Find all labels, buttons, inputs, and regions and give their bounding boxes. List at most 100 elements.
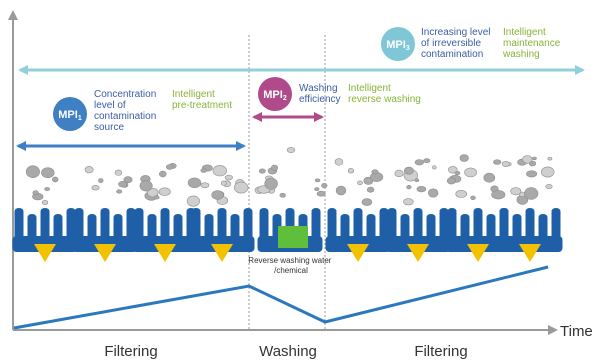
- particle-icon: [41, 167, 55, 178]
- particle-icon: [264, 177, 278, 190]
- particle-icon: [416, 186, 427, 193]
- particle-icon: [159, 170, 167, 178]
- particle-icon: [361, 198, 373, 206]
- particle-icon: [212, 165, 228, 177]
- membrane-row: [12, 208, 563, 262]
- washing-agent-icon: [278, 226, 308, 248]
- mpi2-action: Intelligent reverse washing: [348, 83, 421, 105]
- particle-icon: [403, 166, 414, 175]
- particle-icon: [32, 190, 39, 196]
- particle-icon: [84, 166, 94, 174]
- particle-icon: [321, 183, 328, 189]
- particle-icon: [522, 155, 533, 164]
- particle-icon: [25, 165, 40, 178]
- particle-icon: [139, 180, 153, 192]
- particle-icon: [314, 187, 320, 192]
- particle-icon: [118, 181, 128, 188]
- membrane-icon: [385, 208, 451, 262]
- foulant-icon: [94, 244, 116, 262]
- particle-icon: [464, 167, 477, 178]
- particle-icon: [493, 159, 502, 165]
- time-axis-label: Time: [560, 323, 593, 340]
- foulant-icon: [211, 244, 233, 262]
- contaminant-particles: [25, 147, 555, 207]
- particle-icon: [316, 190, 326, 197]
- mpi3-badge: [381, 27, 415, 61]
- mpi1-badge-label: MPI1: [58, 109, 82, 122]
- particle-icon: [153, 195, 160, 200]
- particle-icon: [186, 195, 200, 207]
- particle-icon: [166, 164, 174, 170]
- membrane-icon: [497, 208, 563, 262]
- mpi2-description: Washing efficiency: [299, 83, 341, 105]
- particle-icon: [279, 193, 286, 198]
- phase-label-filtering-1: Filtering: [104, 343, 157, 360]
- particle-icon: [187, 177, 202, 189]
- particle-icon: [459, 154, 469, 162]
- particle-icon: [211, 190, 224, 200]
- particle-icon: [545, 184, 553, 190]
- particle-icon: [403, 198, 414, 206]
- particle-icon: [234, 181, 249, 194]
- phase-label-filtering-2: Filtering: [414, 343, 467, 360]
- membrane-icon: [72, 208, 138, 262]
- particle-icon: [431, 165, 437, 170]
- particle-icon: [394, 169, 404, 177]
- particle-icon: [491, 190, 506, 200]
- particle-icon: [371, 169, 379, 175]
- particle-icon: [335, 185, 347, 196]
- foulant-icon: [34, 244, 56, 262]
- particle-icon: [470, 195, 476, 201]
- particle-icon: [454, 171, 461, 176]
- particle-icon: [286, 147, 296, 153]
- particle-icon: [547, 157, 553, 161]
- particle-icon: [524, 187, 539, 200]
- particle-icon: [44, 187, 50, 192]
- particle-icon: [270, 164, 278, 171]
- particle-icon: [510, 187, 522, 196]
- foulant-icon: [154, 244, 176, 262]
- particle-icon: [114, 169, 123, 176]
- membrane-icon: [12, 208, 78, 262]
- particle-icon: [200, 182, 210, 188]
- foulant-icon: [347, 244, 369, 262]
- particle-icon: [483, 172, 496, 183]
- membrane-icon: [132, 208, 198, 262]
- mpi2-indicator: MPI2 Washing efficiency Intelligent reve…: [258, 77, 421, 111]
- particle-icon: [540, 166, 555, 178]
- foulant-icon: [519, 244, 541, 262]
- particle-icon: [347, 168, 355, 174]
- particle-icon: [366, 186, 375, 193]
- contamination-trend-line: [13, 265, 549, 330]
- particle-icon: [447, 166, 458, 174]
- membrane-icon: [189, 208, 255, 262]
- particle-icon: [258, 168, 266, 174]
- particle-icon: [314, 178, 321, 183]
- particle-icon: [406, 185, 412, 190]
- particle-icon: [532, 156, 537, 161]
- mpi2-badge: [258, 77, 292, 111]
- mpi1-badge: [53, 97, 87, 131]
- particle-icon: [526, 170, 538, 178]
- particle-icon: [414, 159, 424, 166]
- phase-label-washing: Washing: [259, 343, 317, 360]
- particle-icon: [200, 168, 207, 173]
- mpi3-description: Increasing level of irreversible contami…: [421, 27, 493, 60]
- mpi3-action: Intelligent maintenance washing: [502, 27, 563, 60]
- washing-note: Reverse washing water /chemical: [248, 256, 333, 275]
- foulant-icon: [467, 244, 489, 262]
- particle-icon: [446, 177, 456, 185]
- particle-icon: [123, 176, 133, 184]
- particle-icon: [414, 178, 420, 183]
- particle-icon: [334, 158, 344, 166]
- mpi3-badge-label: MPI3: [386, 39, 410, 52]
- particle-icon: [158, 187, 171, 196]
- particle-icon: [357, 180, 363, 186]
- mpi2-badge-label: MPI2: [263, 89, 287, 102]
- particle-icon: [423, 158, 431, 163]
- mpi3-indicator: MPI3 Increasing level of irreversible co…: [381, 27, 563, 61]
- mpi1-description: Concentration level of contamination sou…: [94, 89, 159, 133]
- foulant-icon: [407, 244, 429, 262]
- particle-icon: [501, 161, 510, 168]
